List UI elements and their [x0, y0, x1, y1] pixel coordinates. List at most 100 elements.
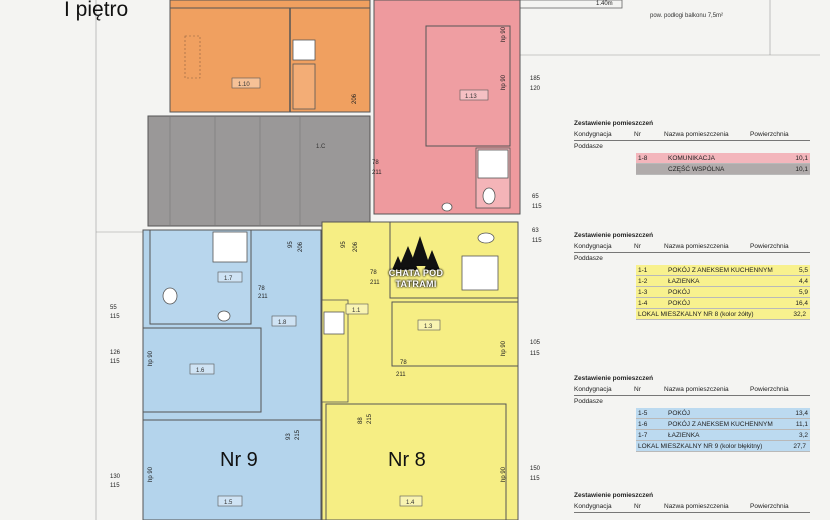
dimension-label: 78 — [400, 360, 407, 366]
cell: POKÓJ — [668, 288, 691, 296]
dimension-label: 211 — [258, 294, 268, 300]
dimension-label: 120 — [530, 86, 541, 92]
table-row: 1-8 KOMUNIKACJA 10,1 — [636, 153, 810, 164]
cell: POKÓJ — [668, 409, 691, 417]
dimension-label: hp 90 — [501, 74, 507, 90]
room-label: 1.4 — [406, 500, 415, 506]
table-row: 1-2 ŁAZIENKA 4,4 — [636, 276, 810, 287]
sink-icon — [441, 202, 453, 212]
dimension-label: 115 — [532, 204, 542, 210]
cell: 16,4 — [795, 299, 808, 307]
room-1-10 — [169, 0, 371, 113]
header-cell: Powierzchnia — [750, 386, 789, 393]
table-level: Poddasze — [574, 143, 603, 150]
room-tag — [231, 77, 261, 89]
stove-icon — [292, 39, 316, 61]
room-label: 1.5 — [224, 500, 233, 506]
dimension-label: hp 90 — [501, 466, 507, 482]
dimension-label: 1.40m — [596, 1, 613, 7]
cell: 5,9 — [798, 288, 808, 296]
header-cell: Powierzchnia — [750, 243, 789, 250]
header-cell: Nr — [634, 131, 641, 138]
dimension-label: 105 — [530, 340, 541, 346]
dimension-label: 215 — [295, 429, 301, 440]
dimension-label: 55 — [110, 305, 117, 311]
dimension-label: hp 90 — [148, 350, 154, 366]
room-tag — [417, 319, 441, 331]
table-row: 1-4 POKÓJ 16,4 — [636, 298, 810, 309]
dimension-label: 95 — [341, 241, 347, 248]
dimension-label: 150 — [530, 466, 541, 472]
sink-icon — [217, 310, 231, 322]
toilet-icon — [482, 187, 496, 205]
cell: POKÓJ — [668, 299, 691, 307]
cell: 32,2 — [793, 310, 806, 318]
cell: ŁAZIENKA — [668, 277, 700, 285]
dimension-label: 115 — [530, 351, 540, 357]
cell: LOKAL MIESZKALNY NR 8 (kolor żółty) — [638, 310, 754, 318]
logo-tree-icon — [392, 236, 440, 270]
header-cell: Nr — [634, 243, 641, 250]
table-title: Zestawienie pomieszczeń — [574, 232, 654, 239]
room-label: 1.8 — [278, 320, 287, 326]
room-1-13-inner — [425, 25, 511, 147]
shower-icon — [461, 255, 499, 291]
table-title: Zestawienie pomieszczeń — [574, 375, 654, 382]
cell: LOKAL MIESZKALNY NR 9 (kolor błękitny) — [638, 442, 763, 450]
toilet-icon — [477, 232, 495, 244]
dimension-label: 115 — [110, 314, 120, 320]
cell: 1-5 — [638, 409, 648, 417]
cell: 10,1 — [795, 165, 808, 173]
room-table-apartment-8: Zestawienie pomieszczeń Kondygnacja Nr N… — [574, 232, 810, 320]
wall-strip — [169, 0, 371, 9]
header-cell: Kondygnacja — [574, 131, 612, 138]
table-row: 1-6 POKÓJ Z ANEKSEM KUCHENNYM 11,1 — [636, 419, 810, 430]
dimension-label: 95 — [288, 241, 294, 248]
floor-title: I piętro — [64, 0, 129, 21]
cell: 11,1 — [795, 420, 808, 428]
room-tag — [459, 89, 489, 101]
cell: 1-2 — [638, 277, 648, 285]
table-title: Zestawienie pomieszczeń — [574, 492, 654, 499]
table-row: 1-7 ŁAZIENKA 3,2 — [636, 430, 810, 441]
header-cell: Kondygnacja — [574, 243, 612, 250]
dimension-label: 130 — [110, 474, 121, 480]
room-tag — [399, 495, 423, 507]
cell: 1-7 — [638, 431, 648, 439]
cell: 13,4 — [795, 409, 808, 417]
room-tag — [189, 363, 215, 375]
cell: ŁAZIENKA — [668, 431, 700, 439]
dimension-label: 211 — [372, 170, 382, 176]
room-label: 1.C — [316, 144, 326, 150]
table-row: CZĘŚĆ WSPÓLNA 10,1 — [636, 164, 810, 175]
dimension-label: 126 — [110, 350, 121, 356]
table-row: 1-1 POKÓJ Z ANEKSEM KUCHENNYM 5,5 — [636, 265, 810, 276]
table-header: Kondygnacja Nr Nazwa pomieszczenia Powie… — [574, 243, 810, 253]
cell: 1-1 — [638, 266, 648, 274]
dimension-label: 115 — [110, 483, 120, 489]
header-cell: Nr — [634, 503, 641, 510]
logo-text-line2: TATRAMI — [395, 279, 437, 289]
dimension-label: 63 — [532, 228, 539, 234]
cell: KOMUNIKACJA — [668, 154, 715, 162]
cell: 10,1 — [795, 154, 808, 162]
shower-icon — [212, 231, 248, 263]
dimension-label: 206 — [352, 93, 358, 104]
room-tag — [217, 495, 243, 507]
table-row-total: LOKAL MIESZKALNY NR 8 (kolor żółty) 32,2 — [636, 309, 810, 320]
shower-icon — [477, 149, 509, 179]
cell: POKÓJ Z ANEKSEM KUCHENNYM — [668, 266, 773, 274]
cell: 27,7 — [793, 442, 806, 450]
dimension-label: 206 — [353, 241, 359, 252]
room-tag — [345, 303, 369, 315]
room-label: 1.10 — [238, 82, 250, 88]
room-tag — [217, 271, 243, 283]
cell: 5,5 — [798, 266, 808, 274]
room-label: 1.13 — [465, 94, 477, 100]
cell: 1-8 — [638, 154, 648, 162]
dimension-label: 211 — [370, 280, 380, 286]
dimension-label: 115 — [110, 359, 120, 365]
dimension-label: 206 — [298, 241, 304, 252]
stove-icon — [323, 311, 345, 335]
room-tag — [271, 315, 297, 327]
